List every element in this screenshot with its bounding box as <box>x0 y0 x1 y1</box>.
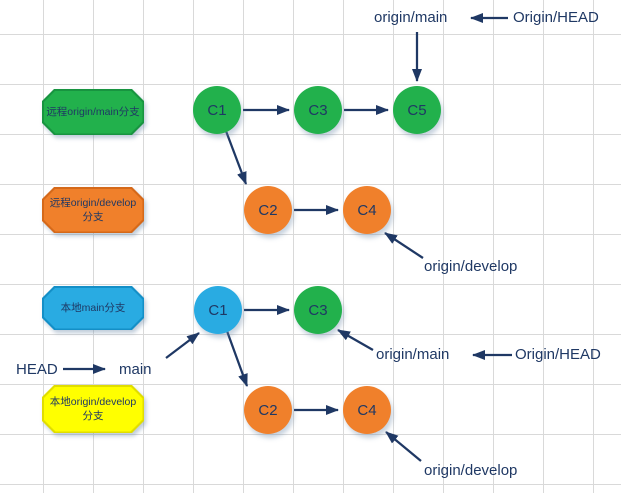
badge-label: 远程origin/main分支 <box>44 91 143 134</box>
arrow-origin-develop-to-c4-remote <box>384 232 424 259</box>
label-local-origin-main: origin/main <box>376 346 450 363</box>
label-main: main <box>119 361 152 378</box>
commit-node-remote-c4: C4 <box>343 186 391 234</box>
label-local-origin-develop: origin/develop <box>424 462 518 479</box>
badge-label: 本地main分支 <box>44 288 143 329</box>
badge-local-develop-branch: 本地origin/develop分支 <box>42 385 144 433</box>
badge-label: 远程origin/develop分支 <box>44 189 143 232</box>
arrow-main-to-c1-local <box>165 332 200 359</box>
commit-node-remote-c2: C2 <box>244 186 292 234</box>
commit-node-local-c2: C2 <box>244 386 292 434</box>
badge-remote-develop-branch: 远程origin/develop分支 <box>42 187 144 233</box>
commit-node-local-c1: C1 <box>194 286 242 334</box>
badge-remote-main-branch: 远程origin/main分支 <box>42 89 144 135</box>
arrow-origin-main-to-c3-local <box>337 329 374 351</box>
commit-node-remote-c5: C5 <box>393 86 441 134</box>
commit-node-local-c4: C4 <box>343 386 391 434</box>
arrow-origin-develop-to-c4-local <box>385 431 422 462</box>
badge-label: 本地origin/develop分支 <box>44 387 143 432</box>
label-remote-origin-main: origin/main <box>374 9 448 26</box>
label-remote-origin-head: Origin/HEAD <box>513 9 599 26</box>
badge-local-main-branch: 本地main分支 <box>42 286 144 330</box>
commit-node-remote-c3: C3 <box>294 86 342 134</box>
label-head: HEAD <box>16 361 58 378</box>
arrow-local-c1-c2 <box>225 330 249 387</box>
label-local-origin-head: Origin/HEAD <box>515 346 601 363</box>
commit-node-local-c3: C3 <box>294 286 342 334</box>
arrow-remote-c1-c2 <box>224 130 248 185</box>
label-remote-origin-develop: origin/develop <box>424 258 518 275</box>
commit-node-remote-c1: C1 <box>193 86 241 134</box>
